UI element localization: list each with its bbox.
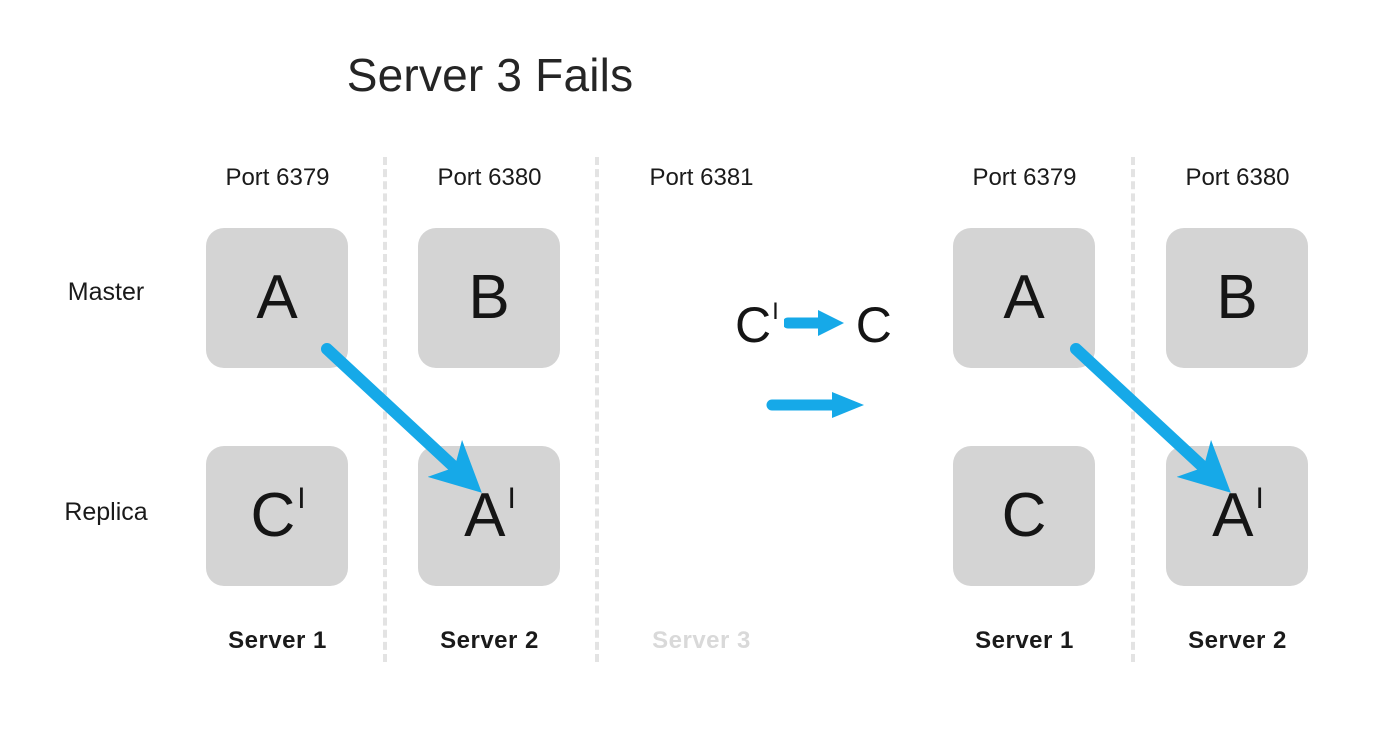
row-label-master: Master [67, 278, 145, 306]
page-title: Server 3 Fails [346, 49, 634, 101]
node-letter-left-s2-replica: AI [464, 481, 516, 550]
column-separator-2 [595, 157, 599, 662]
port-label-left-1: Port 6379 [225, 164, 330, 191]
node-box-left-s1-master[interactable]: A [206, 228, 348, 368]
node-letter-right-s1-replica: C [1001, 481, 1047, 550]
node-box-left-s1-replica[interactable]: CI [206, 446, 348, 586]
promotion-annotation: CI C [735, 300, 892, 350]
column-separator-3 [1131, 157, 1135, 662]
node-letter-left-s2-master: B [468, 263, 510, 332]
node-box-right-s1-replica[interactable]: C [953, 446, 1095, 586]
node-box-right-s2-master[interactable]: B [1166, 228, 1308, 368]
server-label-left-3-failed: Server 3 [652, 627, 751, 654]
port-label-right-2: Port 6380 [1185, 164, 1290, 191]
node-letter-right-s2-replica: AI [1212, 481, 1264, 550]
right-arrow-icon [782, 306, 850, 345]
node-box-right-s1-master[interactable]: A [953, 228, 1095, 368]
port-label-left-2: Port 6380 [437, 164, 542, 191]
transition-to-term: C [855, 297, 892, 353]
transition-from-term: CI [735, 297, 779, 353]
node-box-left-s2-replica[interactable]: AI [418, 446, 560, 586]
server-label-left-2: Server 2 [440, 627, 539, 654]
server-label-right-1: Server 1 [975, 627, 1074, 654]
node-letter-right-s2-master: B [1216, 263, 1258, 332]
node-letter-left-s1-master: A [256, 263, 298, 332]
node-letter-right-s1-master: A [1003, 263, 1045, 332]
node-box-left-s2-master[interactable]: B [418, 228, 560, 368]
node-letter-left-s1-replica: CI [250, 481, 306, 550]
port-label-right-1: Port 6379 [972, 164, 1077, 191]
node-box-right-s2-replica[interactable]: AI [1166, 446, 1308, 586]
port-label-left-3: Port 6381 [649, 164, 754, 191]
server-label-right-2: Server 2 [1188, 627, 1287, 654]
row-label-replica: Replica [64, 498, 148, 526]
server-label-left-1: Server 1 [228, 627, 327, 654]
state-transition-arrow-icon [766, 392, 864, 418]
column-separator-1 [383, 157, 387, 662]
